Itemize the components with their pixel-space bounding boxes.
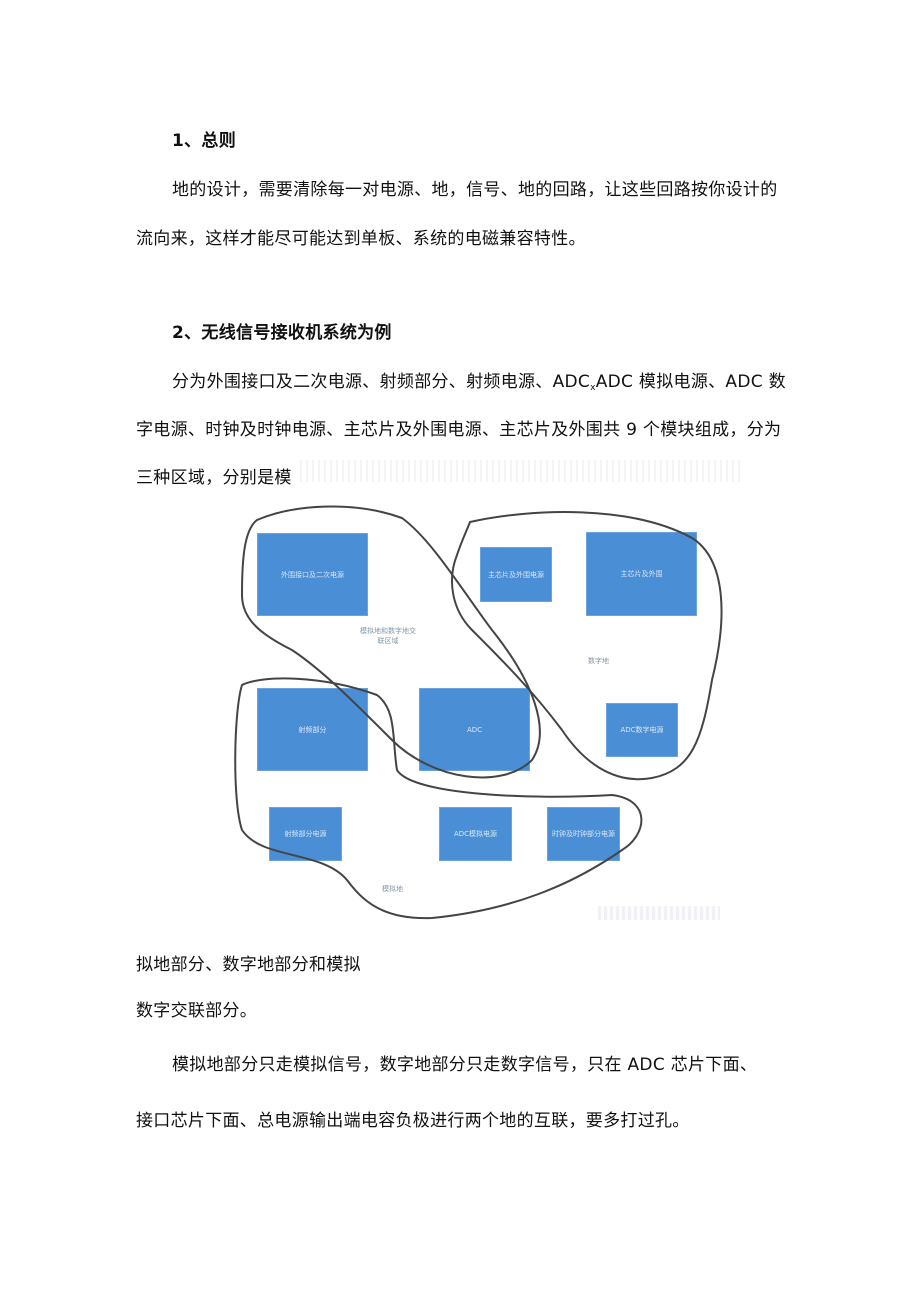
watermark-noise [300,460,740,482]
section2-paragraph-line3: 三种区域，分别是模 [136,468,292,488]
diagram-box-main-chip-peripheral: 主芯片及外围 [586,532,697,616]
section2-paragraph-line1: 分为外围接口及二次电源、射频部分、射频电源、ADCxADC 模拟电源、ADC 数 [172,367,786,393]
section2-paragraph-line2: 字电源、时钟及时钟电源、主芯片及外围电源、主芯片及外围共 9 个模块组成，分为 [136,420,782,440]
region-label-digital: 数字地 [588,657,609,665]
section1-paragraph-line1: 地的设计，需要清除每一对电源、地，信号、地的回路，让这些回路按你设计的 [172,180,778,200]
diagram-box-main-chip-peripheral-power: 主芯片及外围电源 [480,547,552,602]
diagram-box-peripheral-interface-power: 外围接口及二次电源 [257,533,368,616]
section2-paragraph-line1-b: ADC 模拟电源、ADC 数 [595,372,786,392]
diagram-box-rf-section: 射频部分 [257,688,368,771]
region-outlines [234,505,723,920]
watermark-noise [598,906,720,920]
section2-paragraph-line5: 数字交联部分。 [136,1001,258,1021]
region-label-mixed: 模拟地和数字地交联区域 [360,627,416,645]
diagram-box-clock-power: 时钟及时钟部分电源 [547,807,620,861]
diagram-box-adc-analog-power: ADC模拟电源 [439,807,512,861]
section2-paragraph-line4: 拟地部分、数字地部分和模拟 [136,955,361,975]
section1-paragraph-line2: 流向来，这样才能尽可能达到单板、系统的电磁兼容特性。 [136,229,586,249]
diagram-box-adc: ADC [419,688,530,771]
subscript-x: x [590,383,596,393]
section1-heading: 1、总则 [172,131,237,151]
region-label-analog: 模拟地 [382,885,403,893]
ground-region-diagram: 外围接口及二次电源 主芯片及外围电源 主芯片及外围 射频部分 ADC ADC数字… [232,500,742,930]
section2-paragraph2-line1: 模拟地部分只走模拟信号，数字地部分只走数字信号，只在 ADC 芯片下面、 [172,1055,758,1075]
section2-heading: 2、无线信号接收机系统为例 [172,323,392,343]
diagram-box-adc-digital-power: ADC数字电源 [606,703,678,757]
section2-paragraph2-line2: 接口芯片下面、总电源输出端电容负极进行两个地的互联，要多打过孔。 [136,1111,690,1131]
section2-paragraph-line1-a: 分为外围接口及二次电源、射频部分、射频电源、ADC [172,372,591,392]
